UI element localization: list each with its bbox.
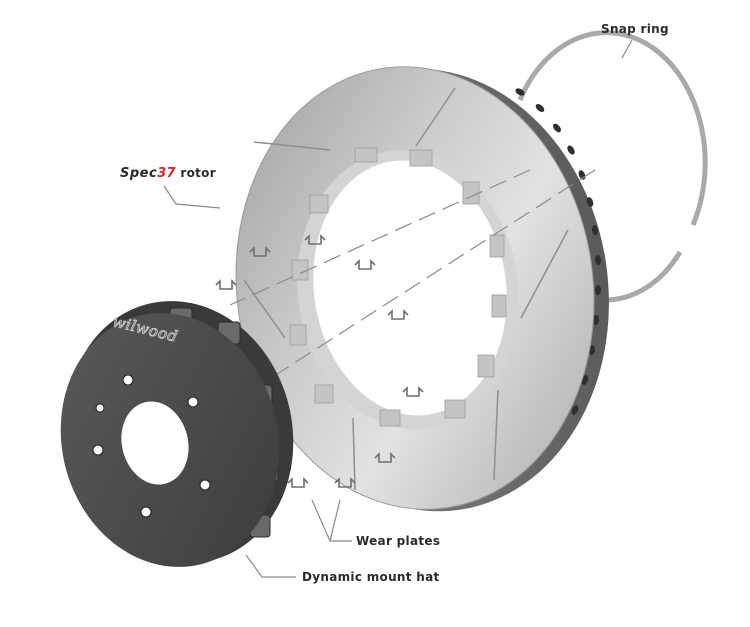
rotor-brand-number: 37 [157,166,176,181]
snap-ring [517,30,708,303]
dynamic-mount-hat [60,301,294,567]
wear-plates-label: Wear plates [356,534,441,548]
leader-lines [163,39,633,578]
mount-hat-label: Dynamic mount hat [302,570,440,584]
spec37-rotor [215,66,596,510]
rotor-suffix: rotor [175,166,216,180]
rotor-brand: Spec [120,166,158,181]
snap-ring-label: Snap ring [601,22,669,36]
rotor-label: Spec37 rotor [120,166,216,181]
